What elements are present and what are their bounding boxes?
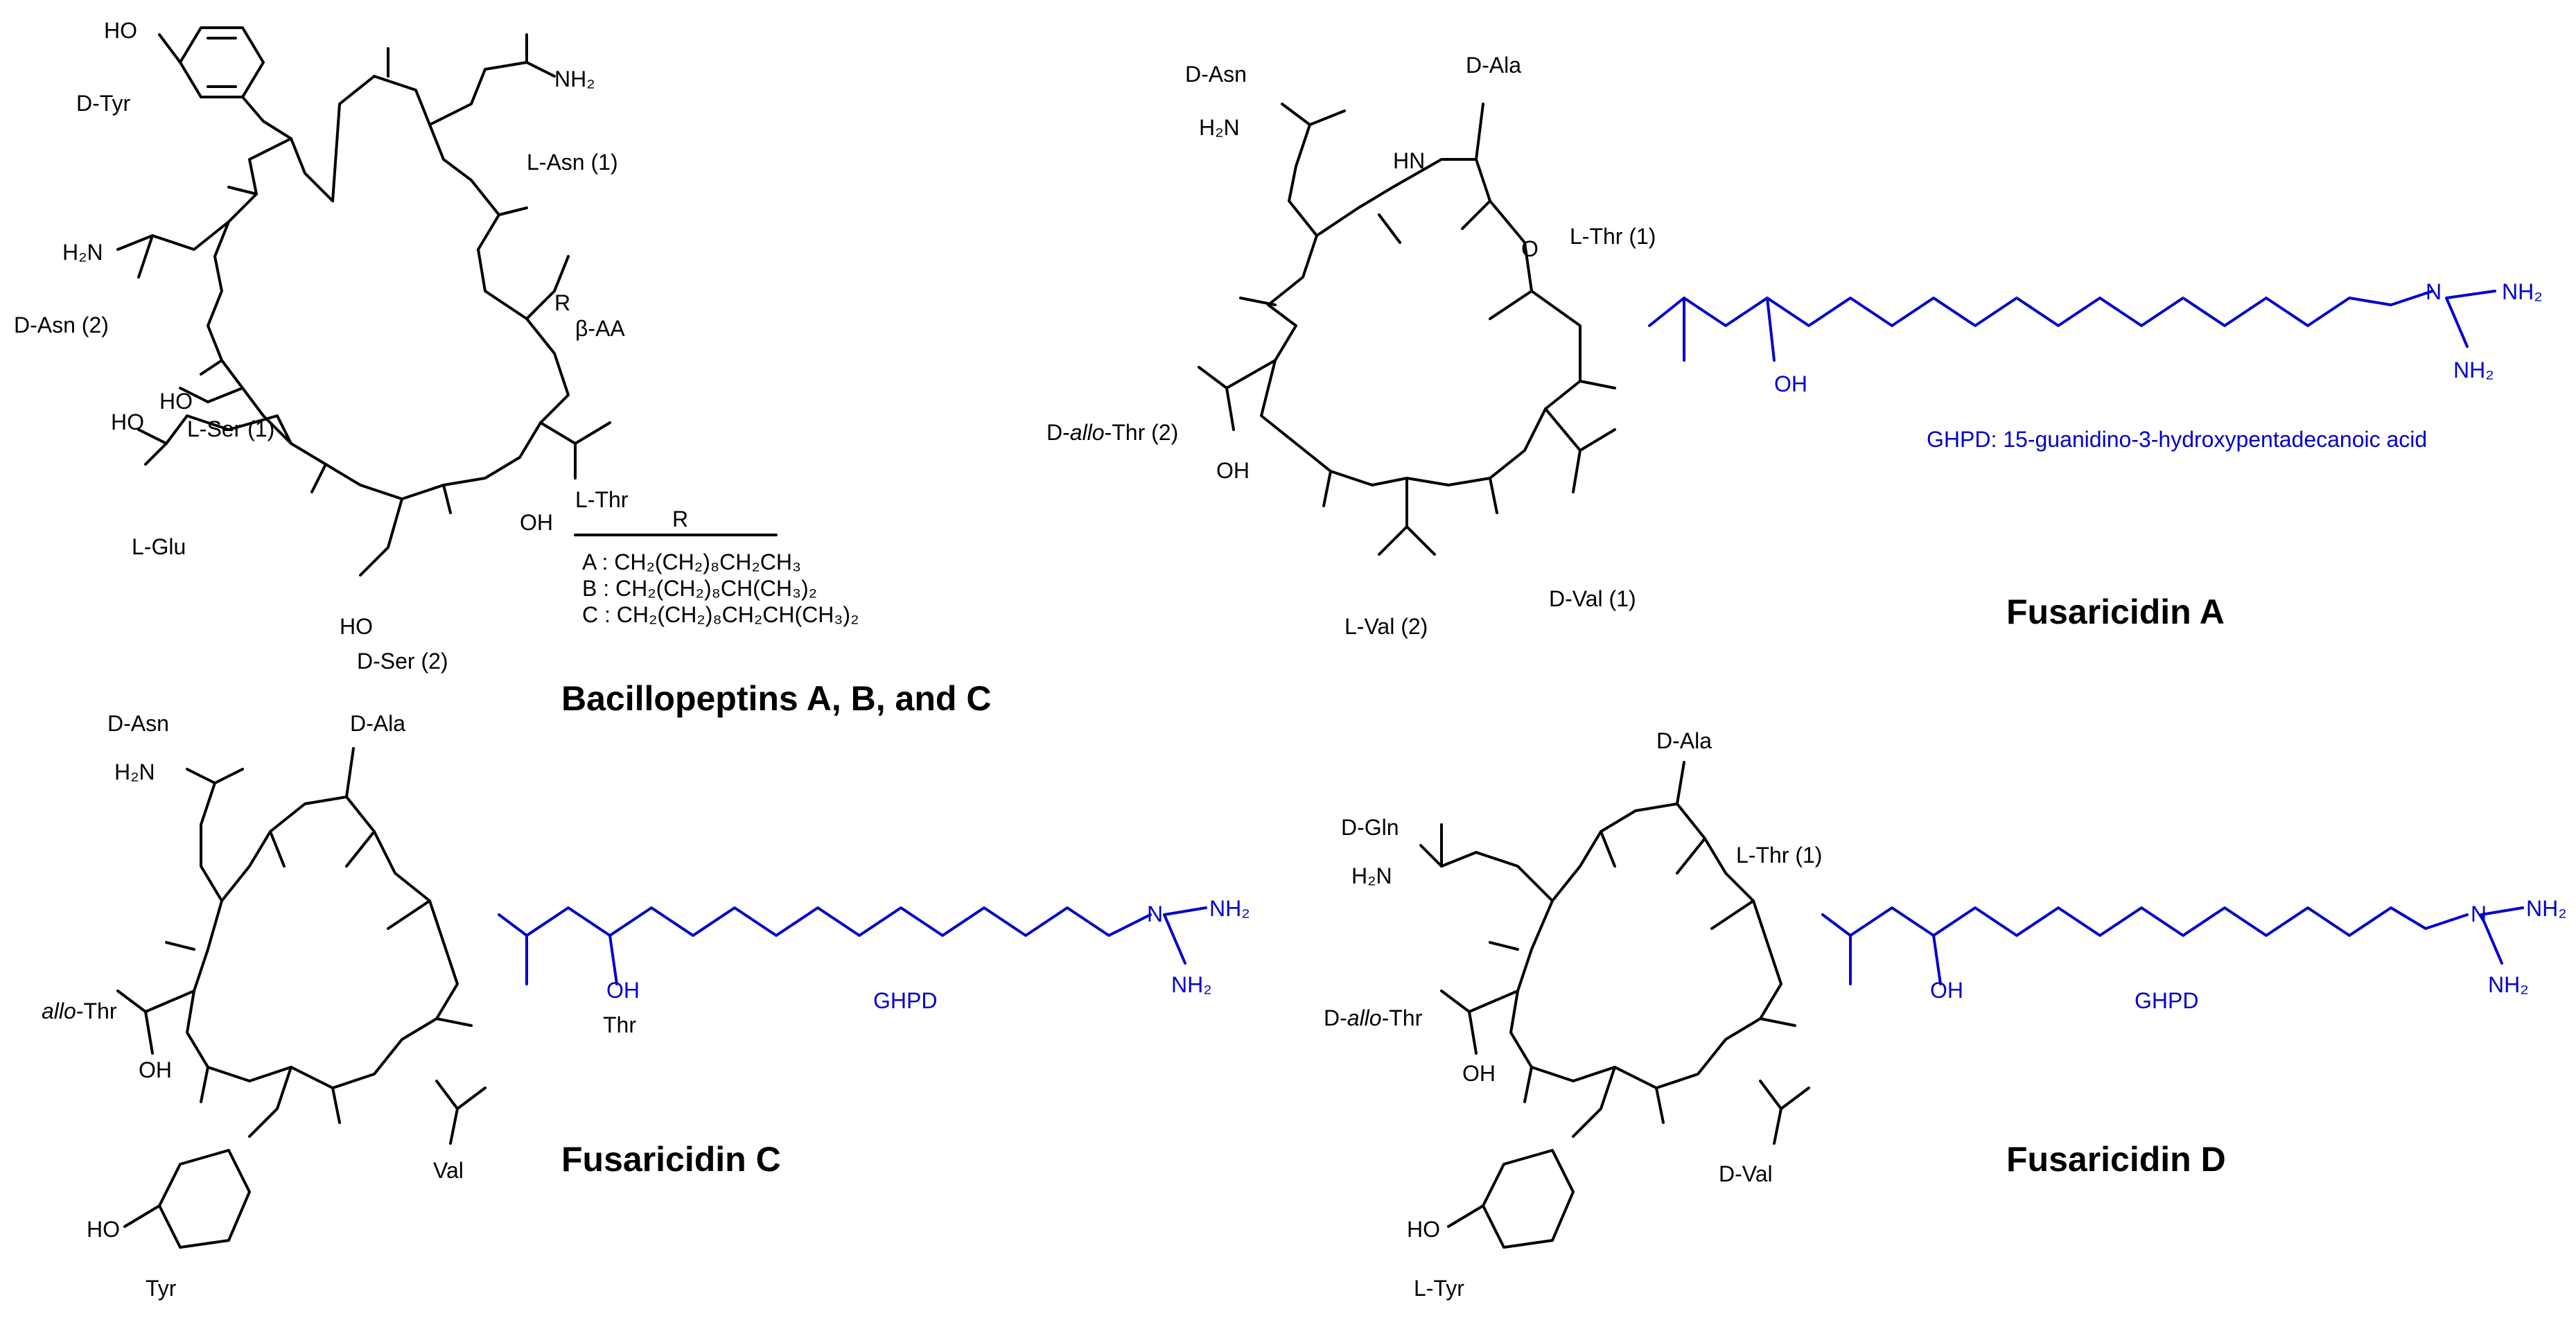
- bacillopeptin-l-glu-label: L-Glu: [132, 534, 186, 559]
- fusa-d-n-guan: N: [2471, 902, 2487, 926]
- fusaricidin-a-title: Fusaricidin A: [2006, 592, 2225, 631]
- fusaricidin-a-structure: D-Asn D-Ala H₂N HN O L-Thr (1) OH N NH₂ …: [1046, 53, 2543, 639]
- bacillopeptin-nh2-top: NH₂: [554, 67, 595, 91]
- bacillopeptin-d-asn2-label: D-Asn (2): [14, 313, 109, 337]
- fusaricidin-c-structure: D-Asn D-Ala H₂N allo-Thr OH Thr OH GHPD …: [42, 711, 1250, 1301]
- r-table-row-a: A : CH₂(CH₂)₈CH₂CH₃: [582, 550, 801, 574]
- fusa-a-h2n: H₂N: [1199, 115, 1240, 140]
- bacillopeptin-beta-aa-label: β-AA: [575, 316, 625, 341]
- bacillopeptin-r-group: R: [554, 290, 570, 315]
- fusa-a-d-asn-label: D-Asn: [1185, 62, 1247, 87]
- fusa-c-n-guan: N: [1147, 902, 1163, 926]
- fusa-c-oh-thr: OH: [139, 1057, 172, 1082]
- fusa-a-hn: HN: [1393, 148, 1425, 173]
- fusa-c-ho-tyr: HO: [87, 1217, 120, 1242]
- fusa-d-nh2-guan1: NH₂: [2526, 896, 2567, 921]
- fusa-a-ghpd-note: GHPD: 15-guanidino-3-hydroxypentadecanoi…: [1927, 427, 2427, 452]
- fusa-a-nh2-guan2: NH₂: [2453, 358, 2494, 383]
- fusa-d-h2n: H₂N: [1351, 863, 1392, 888]
- fusa-a-d-allo-thr2-label: D-allo-Thr (2): [1046, 420, 1178, 445]
- bacillopeptin-h2n-left: H₂N: [62, 240, 103, 265]
- fusa-a-oh-chain: OH: [1774, 371, 1807, 396]
- bacillopeptin-ho-glu: HO: [111, 410, 144, 434]
- fusa-c-thr-label: Thr: [603, 1012, 636, 1037]
- fusa-c-allo-thr-label: allo-Thr: [42, 999, 117, 1023]
- fusa-d-nh2-guan2: NH₂: [2488, 972, 2529, 997]
- fusa-c-nh2-guan2: NH₂: [1171, 972, 1212, 997]
- fusa-c-oh-chain: OH: [606, 978, 640, 1003]
- fusa-c-tyr-ring: [158, 1149, 251, 1249]
- fusa-a-d-val1-label: D-Val (1): [1549, 586, 1636, 611]
- bacillopeptin-l-ser1-label: L-Ser (1): [187, 416, 274, 441]
- fusa-a-o-ester: O: [1521, 236, 1539, 261]
- bacillopeptin-l-asn1-label: L-Asn (1): [527, 150, 618, 175]
- fusaricidin-d-title: Fusaricidin D: [2006, 1140, 2226, 1179]
- fusa-c-h2n: H₂N: [114, 759, 155, 784]
- r-table-header: R: [672, 507, 688, 531]
- fusa-c-d-asn-label: D-Asn: [107, 711, 169, 736]
- fusaricidin-d-structure: D-Ala D-Gln H₂N L-Thr (1) D-allo-Thr OH …: [1324, 728, 2567, 1301]
- fusa-a-l-val2-label: L-Val (2): [1344, 614, 1428, 639]
- bacillopeptin-l-thr-label: L-Thr: [575, 487, 629, 512]
- fusa-d-d-ala-label: D-Ala: [1656, 728, 1712, 753]
- fusa-a-d-ala-label: D-Ala: [1466, 53, 1521, 78]
- bacillopeptin-oh-thr: OH: [520, 510, 553, 535]
- bacillopeptin-ho-ser2: HO: [340, 614, 373, 639]
- fusa-c-val-label: Val: [433, 1158, 464, 1183]
- fusa-c-d-ala-label: D-Ala: [350, 711, 405, 736]
- fusa-d-oh-chain: OH: [1930, 978, 1963, 1003]
- bacillopeptin-d-tyr-label: D-Tyr: [76, 91, 131, 116]
- fusa-d-ghpd-label: GHPD: [2135, 988, 2198, 1013]
- fusa-c-nh2-guan1: NH₂: [1209, 896, 1250, 921]
- fusa-d-ho-tyr: HO: [1407, 1217, 1440, 1242]
- fusa-d-d-allo-thr-label: D-allo-Thr: [1324, 1005, 1423, 1030]
- fusa-a-n-guan: N: [2426, 279, 2442, 304]
- bacillopeptin-d-ser2-label: D-Ser (2): [357, 649, 448, 674]
- fusa-a-l-thr1-label: L-Thr (1): [1570, 224, 1656, 249]
- fusa-c-ghpd-label: GHPD: [873, 988, 937, 1013]
- fusa-a-nh2-guan1: NH₂: [2502, 279, 2543, 304]
- fusa-a-oh-thr: OH: [1216, 458, 1250, 483]
- fusa-d-d-val-label: D-Val: [1719, 1161, 1773, 1186]
- bacillopeptin-ho-ser: HO: [159, 389, 193, 414]
- bacillopeptins-title: Bacillopeptins A, B, and C: [561, 679, 991, 718]
- r-table-row-b: B : CH₂(CH₂)₈CH(CH₃)₂: [582, 576, 817, 601]
- fusa-c-tyr-label: Tyr: [146, 1276, 177, 1301]
- bacillopeptin-ho-top: HO: [104, 18, 137, 43]
- fusa-d-d-gln-label: D-Gln: [1341, 815, 1399, 840]
- fusa-d-oh-thr: OH: [1462, 1061, 1496, 1086]
- fusa-d-tyr-ring: [1482, 1149, 1575, 1249]
- fusa-d-l-thr1-label: L-Thr (1): [1736, 843, 1822, 868]
- fusaricidin-c-title: Fusaricidin C: [561, 1140, 781, 1179]
- bacillopeptins-structure: HO D-Tyr NH₂ L-Asn (1) H₂N D-Asn (2) R β…: [14, 18, 991, 718]
- fusa-d-l-tyr-label: L-Tyr: [1414, 1276, 1464, 1301]
- r-table-row-c: C : CH₂(CH₂)₈CH₂CH(CH₃)₂: [582, 602, 859, 627]
